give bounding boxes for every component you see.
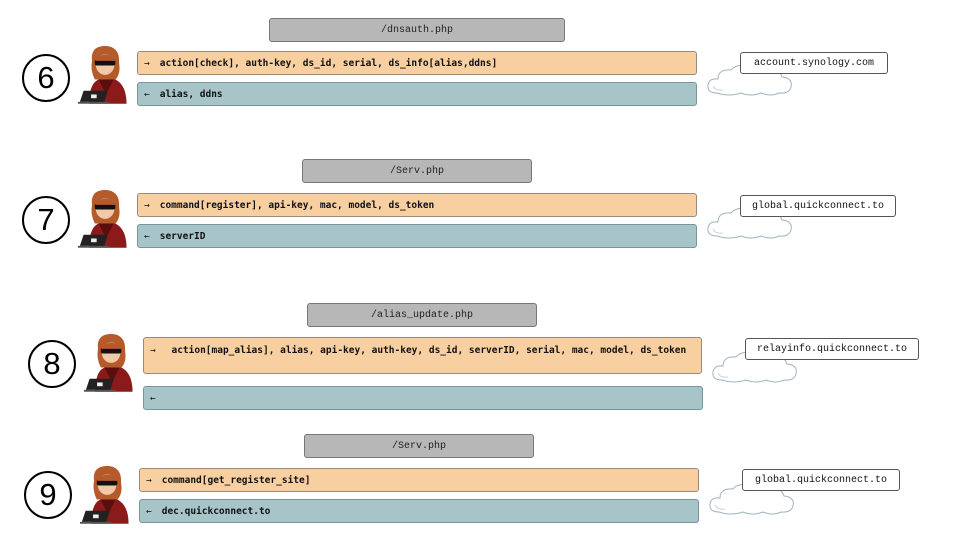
endpoint-step-8: /alias_update.php: [307, 303, 537, 327]
endpoint-label: /dnsauth.php: [380, 24, 453, 36]
step-number-8: 8: [28, 340, 76, 388]
host-label: global.quickconnect.to: [740, 195, 896, 217]
left-arrow-icon: ←: [144, 88, 150, 100]
endpoint-label: /alias_update.php: [370, 309, 474, 321]
response-bar: ← dec.quickconnect.to: [139, 499, 699, 523]
endpoint-label: /Serv.php: [389, 165, 444, 177]
request-bar: → action[check], auth-key, ds_id, serial…: [137, 51, 697, 75]
request-text: → action[map_alias], alias, api-key, aut…: [150, 343, 690, 358]
step-number-label: 7: [37, 202, 55, 237]
step-number-label: 8: [43, 346, 61, 381]
right-arrow-icon: →: [144, 199, 150, 211]
response-bar: ← alias, ddns: [137, 82, 697, 106]
host-name: global.quickconnect.to: [754, 474, 888, 486]
step-number-7: 7: [22, 196, 70, 244]
host-label: global.quickconnect.to: [742, 469, 900, 491]
left-arrow-icon: ←: [144, 230, 150, 242]
right-arrow-icon: →: [150, 345, 156, 356]
hacker-with-laptop-icon: [78, 40, 134, 106]
endpoint-step-9: /Serv.php: [304, 434, 534, 458]
host-label: account.synology.com: [740, 52, 888, 74]
hacker-with-laptop-icon: [78, 184, 134, 250]
endpoint-label: /Serv.php: [391, 440, 446, 452]
step-number-label: 6: [37, 60, 55, 95]
endpoint-step-6: /dnsauth.php: [269, 18, 565, 42]
step-number-9: 9: [24, 471, 72, 519]
host-name: global.quickconnect.to: [751, 200, 885, 212]
right-arrow-icon: →: [144, 57, 150, 69]
response-params: serverID: [159, 230, 206, 242]
response-params: alias, ddns: [159, 88, 223, 100]
response-params: dec.quickconnect.to: [161, 505, 271, 517]
left-arrow-icon: ←: [146, 505, 152, 517]
request-params: action[check], auth-key, ds_id, serial, …: [159, 57, 498, 69]
host-name: relayinfo.quickconnect.to: [756, 343, 908, 355]
request-bar: → command[register], api-key, mac, model…: [137, 193, 697, 217]
endpoint-step-7: /Serv.php: [302, 159, 532, 183]
host-label: relayinfo.quickconnect.to: [745, 338, 919, 360]
request-params: command[get_register_site]: [161, 474, 311, 486]
request-bar: → command[get_register_site]: [139, 468, 699, 492]
left-arrow-icon: ←: [150, 392, 156, 404]
hacker-with-laptop-icon: [84, 328, 140, 394]
right-arrow-icon: →: [146, 474, 152, 486]
response-bar: ← serverID: [137, 224, 697, 248]
step-number-6: 6: [22, 54, 70, 102]
request-params: command[register], api-key, mac, model, …: [159, 199, 435, 211]
request-params: action[map_alias], alias, api-key, auth-…: [171, 345, 687, 356]
request-bar: → action[map_alias], alias, api-key, aut…: [143, 337, 702, 374]
host-name: account.synology.com: [753, 57, 875, 69]
response-bar: ←: [143, 386, 703, 410]
hacker-with-laptop-icon: [80, 460, 136, 526]
step-number-label: 9: [39, 477, 57, 512]
